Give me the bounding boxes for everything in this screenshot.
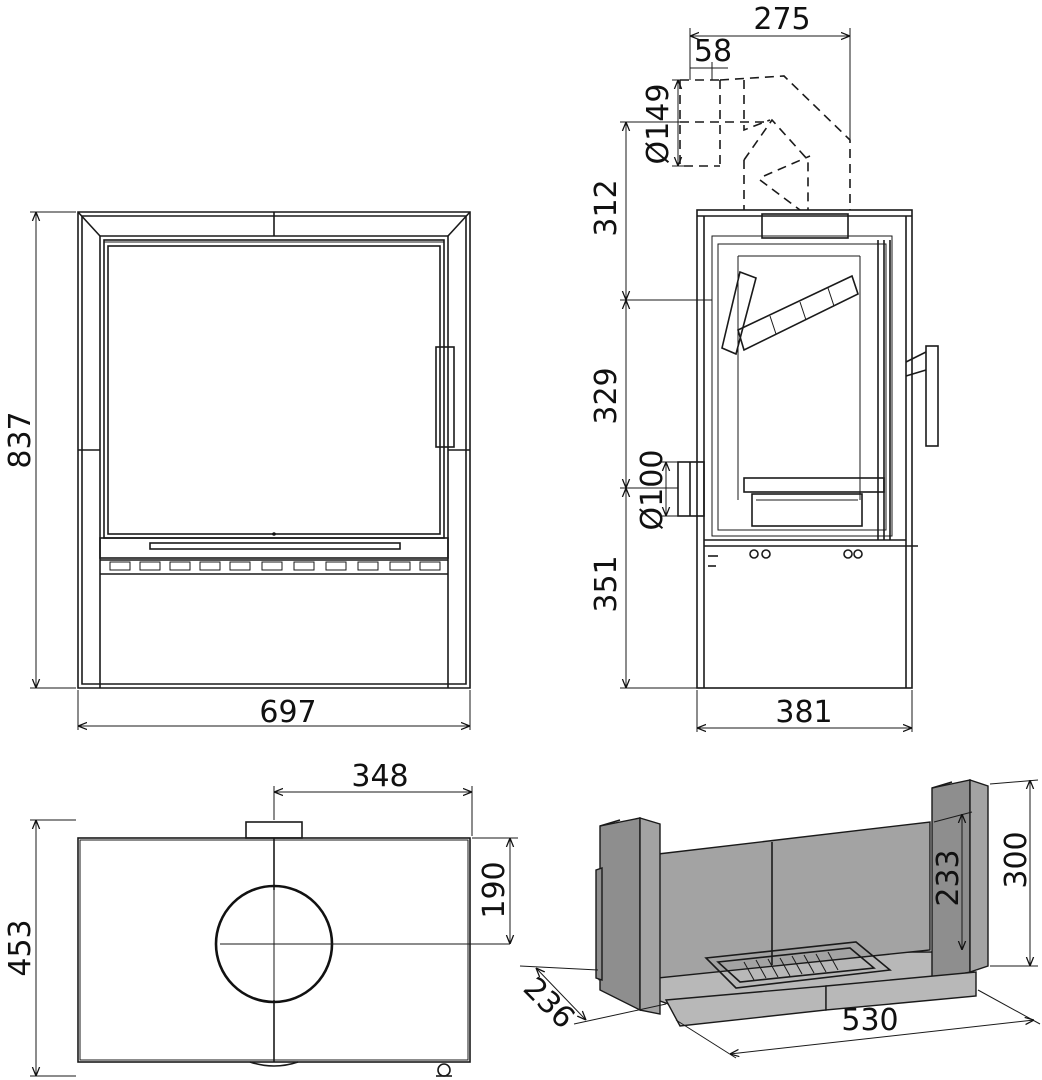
side-view-body <box>677 209 939 689</box>
liner-width-dimension: 530 <box>675 989 1041 1059</box>
liner-side-height-label: 300 <box>999 831 1034 888</box>
side-flue-offset-label: 275 <box>753 2 810 37</box>
side-view: 275 58 Ø149 312 329 351 <box>589 2 939 732</box>
liner-back-height-label: 233 <box>931 849 966 906</box>
front-view-body <box>77 211 471 689</box>
side-depth-label: 381 <box>775 695 832 730</box>
top-depth-label: 453 <box>3 919 38 976</box>
liner-back-height-dimension: 233 <box>931 811 973 950</box>
side-flue-inset-dimension: 58 <box>690 34 732 80</box>
side-height-top-label: 312 <box>589 179 624 236</box>
front-view: 697 837 <box>3 211 471 730</box>
side-flue-top-diameter-label: Ø149 <box>641 84 676 165</box>
top-flue-offset-x-label: 348 <box>351 759 408 794</box>
top-flue-offset-x-dimension: 348 <box>273 759 473 836</box>
front-height-dimension: 837 <box>3 211 76 689</box>
side-flue-offset-dimension: 275 <box>689 2 851 140</box>
top-view: 348 190 453 <box>3 759 518 1077</box>
liner-grate-bars <box>743 951 839 981</box>
front-height-label: 837 <box>3 411 38 468</box>
liner-side-height-dimension: 300 <box>989 779 1039 967</box>
firebox-liner-body <box>595 779 989 1027</box>
side-height-dimensions: 312 329 351 <box>589 121 712 689</box>
liner-width-label: 530 <box>841 1003 898 1038</box>
side-flue-rear-diameter-label: Ø100 <box>635 450 670 531</box>
firebox-liner-view: 530 236 233 300 <box>516 779 1041 1059</box>
side-depth-dimension: 381 <box>696 690 913 732</box>
liner-depth-label: 236 <box>516 971 581 1036</box>
front-vent-grille <box>109 561 441 571</box>
top-view-body <box>77 821 510 1077</box>
top-flue-offset-y-label: 190 <box>477 861 512 918</box>
flue-bend-outline <box>679 75 851 211</box>
side-height-bottom-label: 351 <box>589 555 624 612</box>
side-height-mid-label: 329 <box>589 367 624 424</box>
front-width-dimension: 697 <box>77 690 471 730</box>
side-flue-top-diameter-dimension: Ø149 <box>641 79 688 167</box>
top-flue-offset-y-dimension: 190 <box>472 837 518 944</box>
side-flue-rear-diameter-dimension: Ø100 <box>635 450 678 531</box>
front-width-label: 697 <box>259 695 316 730</box>
side-flue-inset-label: 58 <box>694 34 732 69</box>
top-depth-dimension: 453 <box>3 819 76 1077</box>
